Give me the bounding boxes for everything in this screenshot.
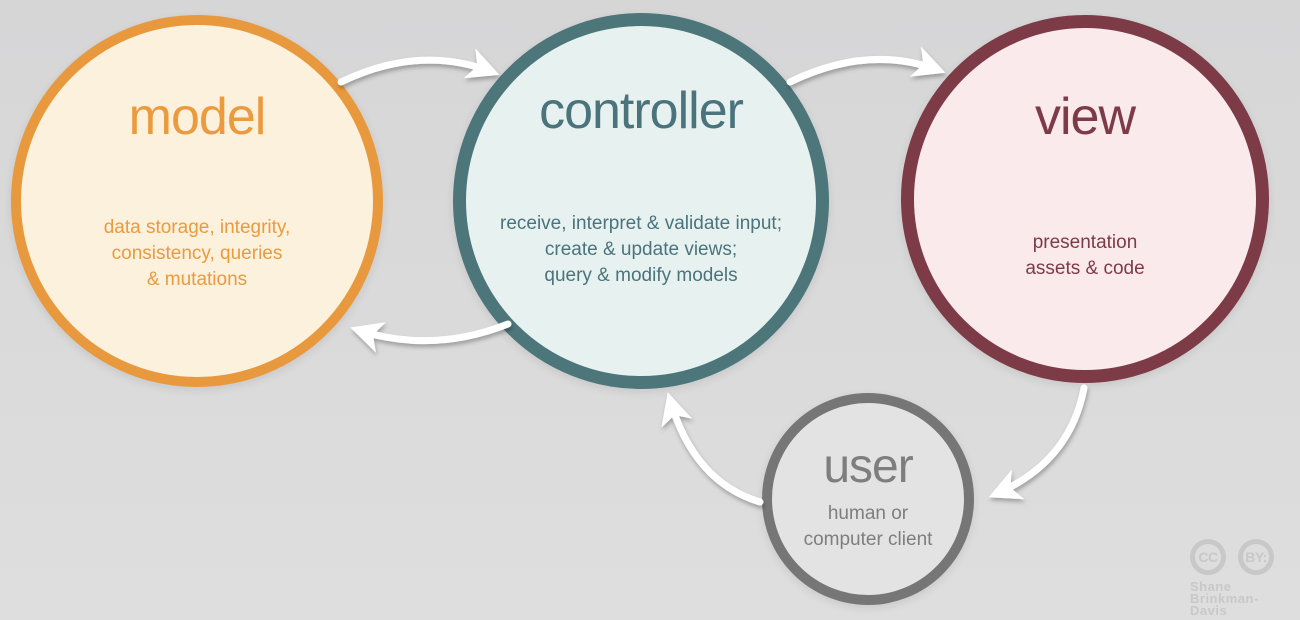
view-node-description: presentation assets & code <box>914 230 1256 282</box>
cc-by-icon: BY: <box>1238 539 1274 575</box>
view-node-label: view <box>1034 88 1136 146</box>
author-first-name: Shane <box>1190 579 1232 594</box>
arrow-view-to-user-icon <box>988 384 1088 500</box>
author-last-name: Brinkman-Davis <box>1190 591 1259 618</box>
user-node-description: human or computer client <box>772 501 964 553</box>
controller-desc-line: create & update views; <box>544 239 738 260</box>
view-desc-line: presentation <box>1032 232 1138 253</box>
model-desc-line: data storage, integrity, <box>103 217 291 238</box>
model-node-description: data storage, integrity, consistency, qu… <box>21 215 373 293</box>
cc-icon: CC <box>1190 539 1226 575</box>
controller-desc-line: query & modify models <box>544 265 738 286</box>
model-desc-line: consistency, queries <box>111 243 283 264</box>
controller-node-label: controller <box>539 82 744 140</box>
arrow-user-to-controller-icon <box>661 392 764 506</box>
cc-badge-label: CC <box>1198 549 1218 565</box>
arrow-model-to-controller-icon <box>337 48 500 86</box>
controller-node-description: receive, interpret & validate input; cre… <box>466 211 816 289</box>
arrow-controller-to-model-icon <box>350 320 512 353</box>
view-desc-line: assets & code <box>1025 258 1145 279</box>
user-desc-line: computer client <box>803 529 933 550</box>
user-node: user human or computer client <box>762 393 974 605</box>
model-desc-line: & mutations <box>146 269 248 290</box>
controller-desc-line: receive, interpret & validate input; <box>500 213 782 234</box>
by-badge-label: BY: <box>1245 549 1267 565</box>
model-node-label: model <box>128 88 267 146</box>
user-node-label: user <box>823 440 913 493</box>
arrow-controller-to-view-icon <box>786 46 946 86</box>
model-node: model data storage, integrity, consisten… <box>11 15 383 387</box>
author-credit: Shane Brinkman-Davis <box>1190 579 1259 618</box>
user-desc-line: human or <box>827 503 909 524</box>
